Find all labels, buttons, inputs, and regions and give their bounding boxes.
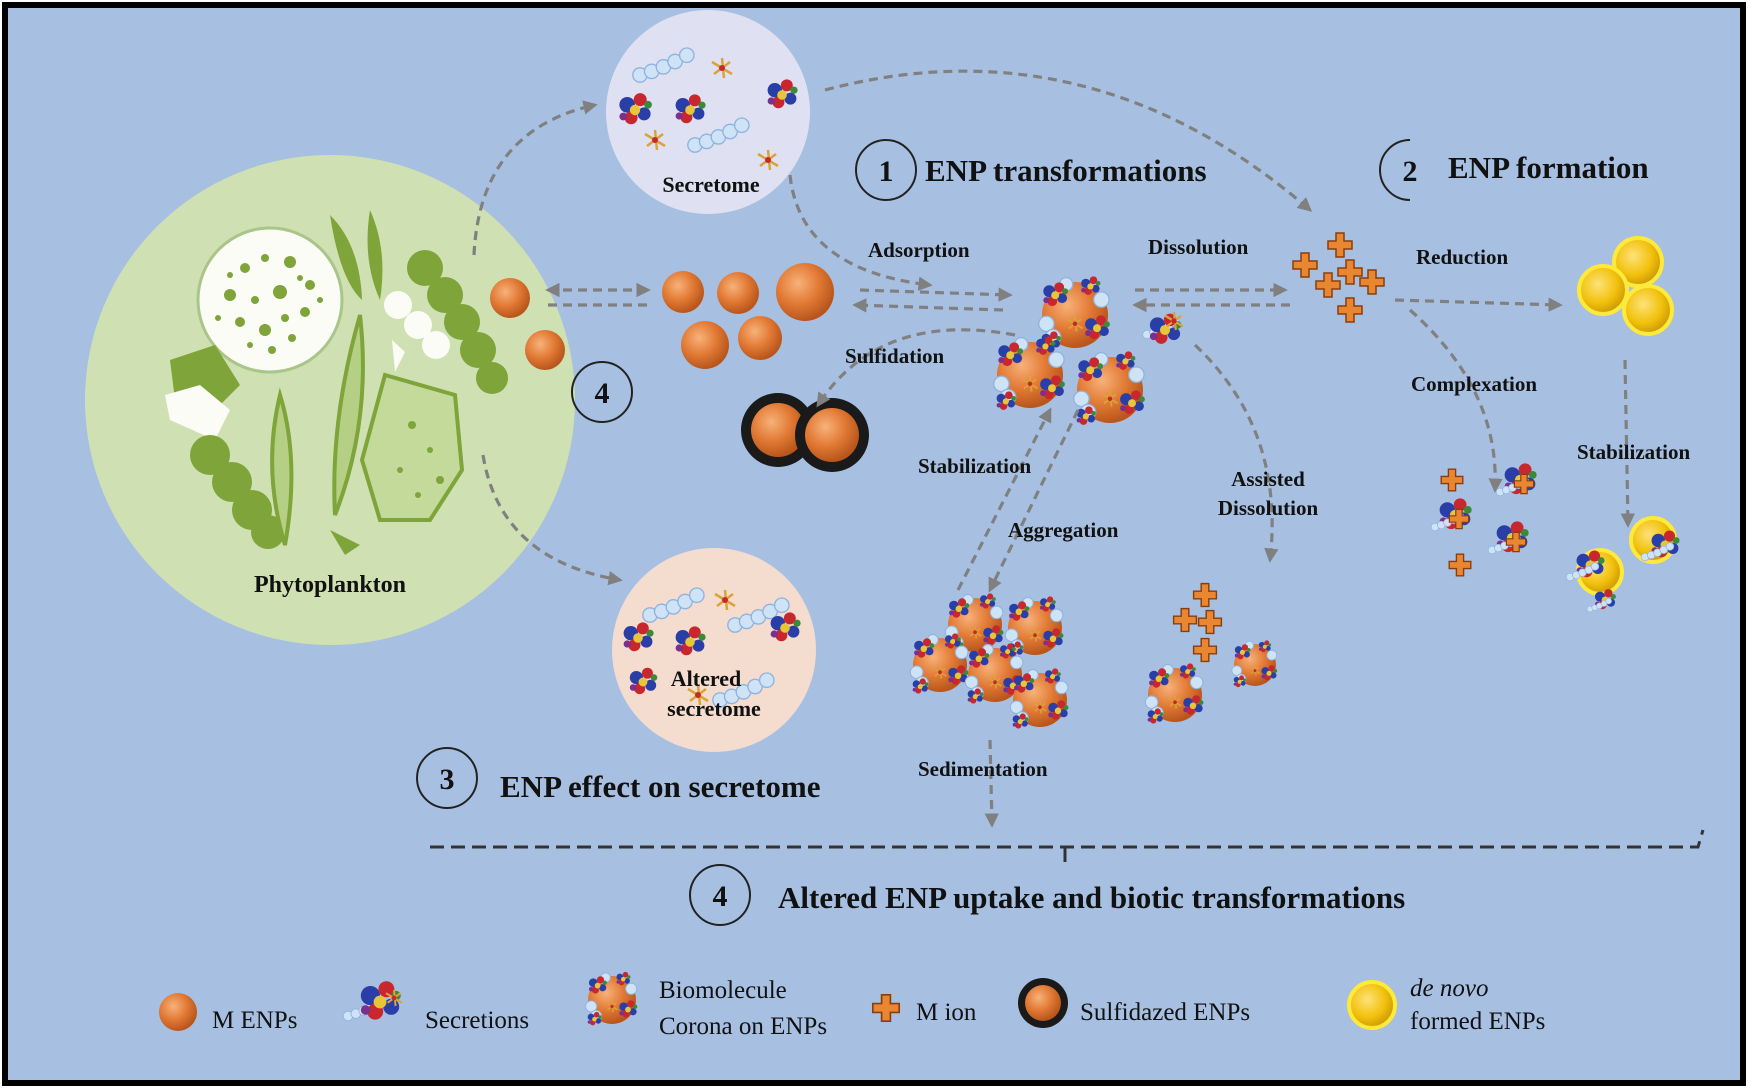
legend-denovo-swatch <box>1347 980 1397 1030</box>
legend-m-ion-label: M ion <box>916 999 977 1026</box>
section2-title: ENP formation <box>1448 150 1649 185</box>
label-adsorption: Adsorption <box>868 238 970 262</box>
arrow-assisted-dissolution <box>1193 343 1279 563</box>
section4-bracket <box>430 829 1705 849</box>
label-reduction: Reduction <box>1416 245 1508 269</box>
label-assisted-2: Dissolution <box>1218 496 1319 520</box>
label-sulfidation: Sulfidation <box>845 344 945 368</box>
phytoplankton-label: Phytoplankton <box>254 572 406 598</box>
legend-secretions-label: Secretions <box>425 1007 529 1034</box>
label-stabilization-left: Stabilization <box>918 454 1032 478</box>
legend-corona-label-1: Biomolecule <box>659 977 787 1004</box>
label-dissolution: Dissolution <box>1148 235 1249 259</box>
altered-secretome-label-2: secretome <box>667 696 761 721</box>
section4-title: Altered ENP uptake and biotic transforma… <box>778 880 1405 915</box>
altered-secretome-circle <box>612 548 816 752</box>
legend-m-enps-label: M ENPs <box>212 1007 297 1034</box>
legend-corona-label-2: Corona on ENPs <box>659 1013 827 1040</box>
legend: M ENPs Secretions Biomolecule Corona on … <box>159 972 1545 1040</box>
section2-circle <box>1379 139 1411 201</box>
section4-inline-circle <box>571 361 633 423</box>
section2-number: 2 <box>1403 155 1418 188</box>
arrow-adsorption <box>859 287 1013 302</box>
section1-title: ENP transformations <box>925 153 1207 188</box>
arrow-secretome-to-corona <box>788 174 933 291</box>
arrow-sulfidation <box>816 328 1016 408</box>
arrow-aggregation <box>988 409 1080 593</box>
section3-circle <box>416 747 478 809</box>
section-number-circles <box>416 139 1411 926</box>
arrow-phyto-to-secretome <box>472 100 598 256</box>
section4-inline-number: 4 <box>595 377 610 410</box>
label-complexation: Complexation <box>1411 372 1537 396</box>
denovo-enps-cluster <box>1577 236 1674 336</box>
altered-secretome-label-1: Altered <box>671 666 741 691</box>
arrow-secretome-to-ions <box>824 69 1313 212</box>
label-sedimentation: Sedimentation <box>918 757 1048 781</box>
process-arrows <box>472 69 1635 828</box>
section4-number: 4 <box>713 880 728 913</box>
legend-m-enps-swatch <box>159 993 197 1031</box>
phytoplankton-circle <box>85 155 575 645</box>
arrow-desorption <box>852 298 1004 313</box>
arrow-stabilization-left <box>956 407 1052 591</box>
legend-sulfidazed-swatch <box>1025 985 1061 1021</box>
m-enps-cluster <box>490 263 834 370</box>
label-aggregation: Aggregation <box>1008 518 1119 542</box>
section3-number: 3 <box>440 763 455 796</box>
legend-denovo-label-2: formed ENPs <box>1410 1008 1545 1035</box>
arrow-complexation <box>1408 308 1503 493</box>
section3-title: ENP effect on secretome <box>500 769 820 804</box>
section1-number: 1 <box>879 155 894 188</box>
section1-circle <box>855 139 917 201</box>
arrow-reduction <box>1394 297 1563 312</box>
legend-sulfidazed-label: Sulfidazed ENPs <box>1080 999 1250 1026</box>
secretome-circle <box>606 10 810 214</box>
legend-denovo-label-1: de novo <box>1410 975 1488 1002</box>
arrow-stabilization-right <box>1620 359 1635 528</box>
section4-circle <box>689 864 751 926</box>
label-stabilization-right: Stabilization <box>1577 440 1691 464</box>
stabilized-denovo-enps <box>1565 516 1680 613</box>
arrow-phyto-to-altered <box>481 454 623 586</box>
sulfidated-enps <box>741 393 869 472</box>
label-assisted-1: Assisted <box>1231 467 1305 491</box>
secretome-label: Secretome <box>662 172 760 197</box>
